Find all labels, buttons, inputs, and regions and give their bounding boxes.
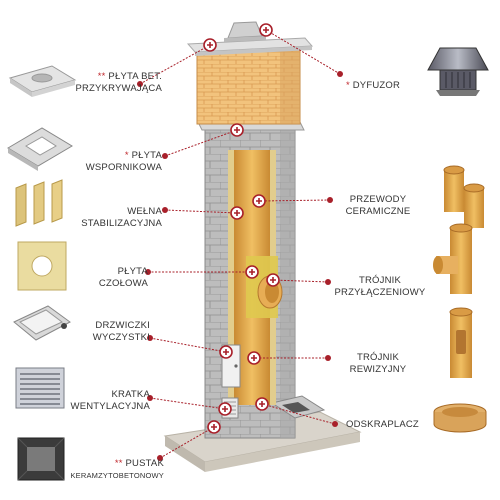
label-line1: TRÓJNIK [356, 352, 400, 363]
label-line2: WYCZYSTKI [92, 332, 150, 343]
leader-lines [139, 29, 341, 459]
label-star: ** [97, 71, 106, 82]
label-line1: KRATKA [111, 389, 150, 400]
thumb-inspection-tee [449, 307, 473, 378]
label-line2: WENTYLACYJNA [70, 401, 150, 412]
plus-marker-icon[interactable] [259, 23, 273, 37]
label-line1: TRÓJNIK [358, 275, 402, 286]
plus-marker-icon[interactable] [230, 123, 244, 137]
thumb-ceramic-pipes [443, 165, 485, 228]
thumb-front-plate [17, 241, 67, 291]
thumb-cleanout-door [13, 305, 71, 341]
label-star: ** [114, 458, 123, 469]
thumb-condensate-trap [433, 403, 487, 433]
plus-marker-icon[interactable] [230, 206, 244, 220]
plus-marker-icon[interactable] [266, 273, 280, 287]
label-line2: STABILIZACYJNA [81, 218, 162, 229]
label-drzwiczki: DRZWICZKI WYCZYSTKI [93, 320, 150, 344]
label-line1: DRZWICZKI [95, 320, 150, 331]
plus-marker-icon[interactable] [219, 345, 233, 359]
label-star: * [346, 80, 350, 91]
label-line1: ODSKRAPLACZ [346, 419, 419, 430]
label-line1: PRZEWODY [349, 194, 407, 205]
label-line1: PŁYTA BET. [108, 71, 162, 82]
label-line2: PRZYŁĄCZENIOWY [334, 287, 426, 298]
label-dyfuzor: * DYFUZOR [346, 80, 400, 92]
label-plyta-wsp: * PŁYTA WSPORNIKOWA [86, 150, 162, 174]
plus-marker-icon[interactable] [245, 265, 259, 279]
thumb-tee-connector [433, 223, 473, 294]
plus-marker-icon[interactable] [255, 397, 269, 411]
plus-marker-icon[interactable] [247, 351, 261, 365]
label-plyta-czol: PŁYTA CZOŁOWA [99, 266, 148, 290]
label-line2: CZOŁOWA [98, 278, 148, 289]
label-line1: WEŁNA [127, 206, 162, 217]
thumb-wool [15, 179, 63, 227]
label-line2: REWIZYJNY [349, 364, 407, 375]
label-przewody: PRZEWODY CERAMICZNE [336, 194, 420, 218]
label-odskraplacz: ODSKRAPLACZ [346, 419, 419, 431]
label-line1: PŁYTA [131, 150, 162, 161]
label-trojnik-p: TRÓJNIK PRZYŁĄCZENIOWY [334, 275, 426, 299]
plus-marker-icon[interactable] [218, 402, 232, 416]
plus-marker-icon[interactable] [207, 420, 221, 434]
thumb-cover-plate [8, 65, 77, 97]
label-line1: DYFUZOR [352, 80, 401, 91]
thumb-block [17, 437, 65, 481]
thumb-support-plate [7, 127, 73, 171]
label-line2: WSPORNIKOWA [85, 162, 162, 173]
plus-marker-icon[interactable] [252, 194, 266, 208]
label-line1: PUSTAK [125, 458, 164, 469]
plus-marker-icon[interactable] [203, 38, 217, 52]
label-pustak: ** PUSTAK KERAMZYTOBETONOWY [70, 458, 164, 482]
thumb-vent-grill [15, 367, 65, 409]
label-line2: PRZYKRYWAJĄCA [75, 83, 162, 94]
brick-head [186, 21, 314, 125]
label-star: * [124, 150, 129, 161]
label-trojnik-r: TRÓJNIK REWIZYJNY [336, 352, 420, 376]
label-plyta-bet: ** PŁYTA BET. PRZYKRYWAJĄCA [75, 71, 162, 95]
thumb-diffuser [427, 47, 489, 96]
label-line2: CERAMICZNE [345, 206, 411, 217]
label-line1: PŁYTA [117, 266, 148, 277]
label-line2: KERAMZYTOBETONOWY [70, 471, 164, 480]
label-kratka: KRATKA WENTYLACYJNA [71, 389, 150, 413]
label-welna: WEŁNA STABILIZACYJNA [81, 206, 162, 230]
